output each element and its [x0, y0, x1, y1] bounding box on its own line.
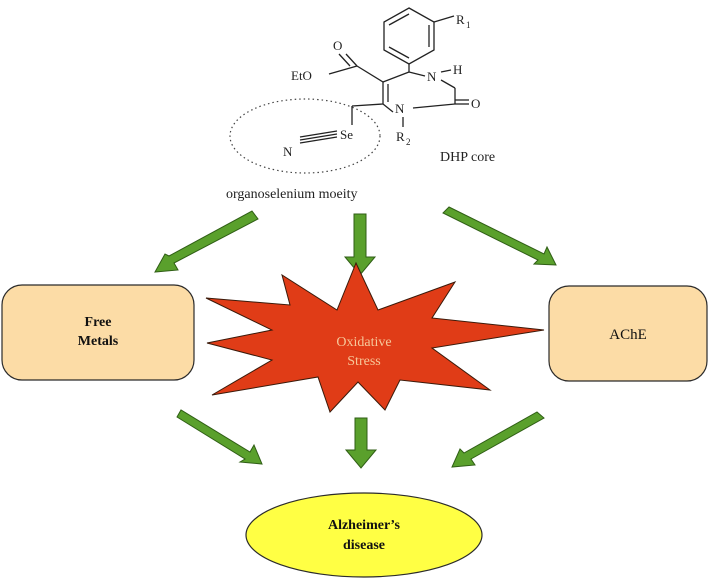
- ache-label: AChE: [609, 327, 647, 343]
- arrow-to-oxidative-stress: [343, 213, 377, 276]
- nitrogen-lower-label: N: [395, 101, 405, 116]
- arrow-to-ache: [442, 206, 557, 266]
- organoselenium-highlight: [229, 98, 381, 174]
- ester-label: EtO: [291, 68, 312, 83]
- ache-node: AChE: [548, 285, 708, 382]
- alzheimers-node: Alzheimer’s disease: [245, 492, 483, 578]
- oxygen-top-label: O: [333, 38, 342, 53]
- arrow-metals-to-alzheimers: [176, 409, 263, 465]
- nitrogen-upper-label: N: [427, 69, 437, 84]
- oxidative-stress-label-line2: Stress: [347, 354, 380, 369]
- benzene-ring: [383, 7, 435, 65]
- alzheimers-label-line2: disease: [343, 538, 385, 553]
- molecule-atom-labels: R 1 O EtO N H O N R 2 Se N: [283, 12, 480, 159]
- free-metals-node: Free Metals: [1, 284, 195, 381]
- oxidative-stress-node: Oxidative Stress: [205, 261, 545, 413]
- organoselenium-moiety-label: organoselenium moeity: [226, 187, 358, 202]
- arrow-stress-to-alzheimers: [344, 417, 378, 469]
- arrow-to-free-metals: [154, 210, 259, 273]
- oxidative-stress-starburst: [205, 261, 545, 413]
- oxygen-right-label: O: [471, 96, 480, 111]
- arrows: [154, 206, 557, 469]
- oxidative-stress-label-line1: Oxidative: [336, 335, 391, 350]
- alzheimers-ellipse: [245, 492, 483, 578]
- nitrile-nitrogen-label: N: [283, 144, 293, 159]
- arrow-ache-to-alzheimers: [451, 411, 545, 468]
- free-metals-label-line2: Metals: [78, 334, 119, 349]
- r1-subscript: 1: [466, 20, 471, 30]
- r2-label: R: [396, 129, 405, 144]
- free-metals-label-line1: Free: [85, 315, 112, 330]
- r2-subscript: 2: [406, 137, 411, 147]
- r1-label: R: [456, 12, 465, 27]
- ache-box: [548, 285, 708, 382]
- free-metals-box: [1, 284, 195, 381]
- alzheimers-label-line1: Alzheimer’s: [328, 518, 401, 533]
- dhp-core-label: DHP core: [440, 150, 495, 165]
- hydrogen-label: H: [453, 62, 462, 77]
- dhp-molecule: [299, 7, 469, 144]
- selenium-label: Se: [340, 127, 353, 142]
